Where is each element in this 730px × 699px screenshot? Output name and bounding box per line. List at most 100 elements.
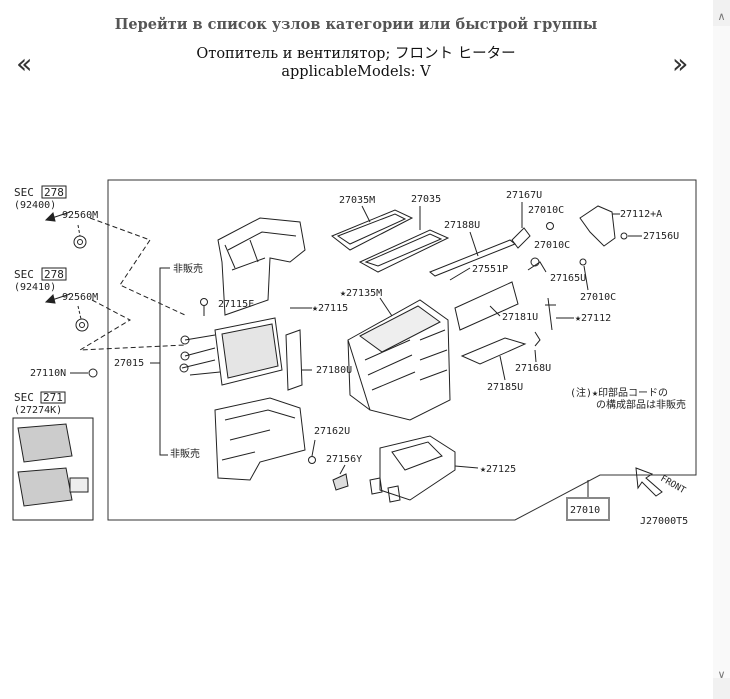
diagram-line-art [77, 305, 82, 320]
diagram-line-art [159, 267, 170, 456]
diagram-line-art [89, 217, 186, 316]
diagram-line-art [369, 477, 383, 495]
diagram-label: 271 [43, 391, 63, 404]
diagram-line-art [79, 322, 85, 328]
parts-diagram: SEC 278 (92400) SEC 278 (92410) 92560M 9… [12, 179, 697, 527]
header-link[interactable]: Перейти в список узлов категории или быс… [114, 16, 598, 33]
diagram-line-art [12, 417, 94, 521]
part-27180u: 27180U [316, 365, 352, 376]
diagram-line-art [546, 222, 554, 230]
diagram-line-art [347, 339, 371, 411]
diagram-line-art [361, 205, 371, 223]
part-27010c-a: 27010C [528, 205, 564, 216]
diagram-line-art [311, 439, 316, 457]
bracket-27112a [579, 205, 616, 247]
diagram-line-art [17, 423, 73, 463]
diagram-line-art [530, 257, 540, 267]
part-27125: ★27125 [480, 464, 516, 475]
diagram-line-art [40, 391, 66, 404]
part-27135m: ★27135M [340, 288, 382, 299]
rod-27112 [545, 297, 556, 331]
page-title: Отопитель и вентилятор; フロント ヒーター [196, 46, 516, 62]
diagram-line-art [77, 224, 81, 237]
diagram-line-art [79, 299, 186, 351]
diagram-label: 278 [44, 186, 64, 199]
diagram-label: (27274K) [14, 405, 62, 416]
part-27115: ★27115 [312, 303, 348, 314]
diagram-line-art [364, 339, 416, 391]
filter-frame-a [331, 209, 414, 251]
scroll-up-icon[interactable]: ∧ [717, 10, 726, 23]
diagram-label: 278 [44, 268, 64, 281]
upper-housing [217, 217, 306, 316]
diagram-line-art [41, 267, 67, 281]
diagram-line-art [583, 265, 589, 291]
diagram-line-art [449, 267, 471, 281]
diagram-frame [107, 179, 697, 521]
diagram-line-art [499, 355, 506, 381]
scrollbar-thumb[interactable] [713, 26, 730, 678]
filter-27181u [454, 281, 519, 331]
part-27551p: 27551P [472, 264, 508, 275]
diagram-line-art [77, 239, 83, 245]
diagram-line-art [180, 351, 190, 361]
diagram-line-art [17, 467, 73, 507]
diagram-line-art [620, 232, 628, 240]
sec-278-a: SEC 278 (92400) [14, 185, 67, 211]
sec-278-b: SEC 278 (92410) [14, 267, 67, 293]
grommet-b [75, 318, 89, 332]
part-27165u: 27165U [550, 273, 586, 284]
arrow-left-a [44, 211, 71, 222]
diagram-line-art [364, 233, 443, 267]
blower-case [379, 435, 456, 501]
linkage [511, 227, 531, 249]
diagram-line-art [308, 456, 316, 464]
diagram-line-art [336, 213, 407, 245]
part-92560m-b: 92560M [62, 292, 98, 303]
diagram-label: SEC [14, 268, 34, 281]
part-27115f: 27115F [218, 299, 254, 310]
diagram-line-art [534, 349, 537, 363]
part-27156u: 27156U [643, 231, 679, 242]
filter-frame-b [358, 229, 450, 273]
heater-core [214, 317, 283, 386]
diagram-line-art [391, 441, 443, 471]
diagram-line-art [379, 297, 393, 317]
diagram-line-art [534, 331, 541, 347]
part-92560m-a: 92560M [62, 210, 98, 221]
part-27167u: 27167U [506, 190, 542, 201]
part-27188u: 27188U [444, 220, 480, 231]
lower-housing [214, 397, 306, 481]
grommet-a [73, 235, 87, 249]
part-27010: 27010 [570, 505, 600, 516]
part-27010c-b: 27010C [534, 240, 570, 251]
diagram-code: J27000T5 [640, 516, 688, 527]
note-line-1: (注)★印部品コードの [570, 386, 668, 399]
part-27185u: 27185U [487, 382, 523, 393]
diagram-line-art [527, 261, 547, 273]
diagram-line-art [224, 239, 259, 269]
scrollbar[interactable]: ∧ ∨ [713, 0, 730, 699]
diagram-label: SEC [14, 186, 34, 199]
diagram-line-art [332, 473, 349, 491]
diagram-line-art [579, 258, 587, 266]
diagram-line-art [179, 363, 189, 373]
part-27112: ★27112 [575, 313, 611, 324]
diagram-line-art [454, 465, 479, 469]
part-27156y: 27156Y [326, 454, 362, 465]
diagram-line-art [221, 323, 279, 379]
diagram-label: (92400) [14, 200, 56, 211]
note-line-2: の構成部品は非販売 [596, 398, 686, 411]
diagram-line-art [227, 231, 297, 271]
diagram-line-art [285, 329, 303, 391]
part-27015: 27015 [114, 358, 144, 369]
scroll-down-icon[interactable]: ∨ [717, 668, 726, 681]
part-27162u: 27162U [314, 426, 350, 437]
diagram-label: (92410) [14, 282, 56, 293]
diagram-line-art [489, 305, 501, 317]
front-label: FRONT [659, 474, 688, 496]
jp-label-top: 非販売 [173, 262, 203, 275]
diagram-line-art [69, 477, 89, 493]
diagram-line-art [180, 335, 190, 345]
diagram-line-art [359, 305, 441, 353]
